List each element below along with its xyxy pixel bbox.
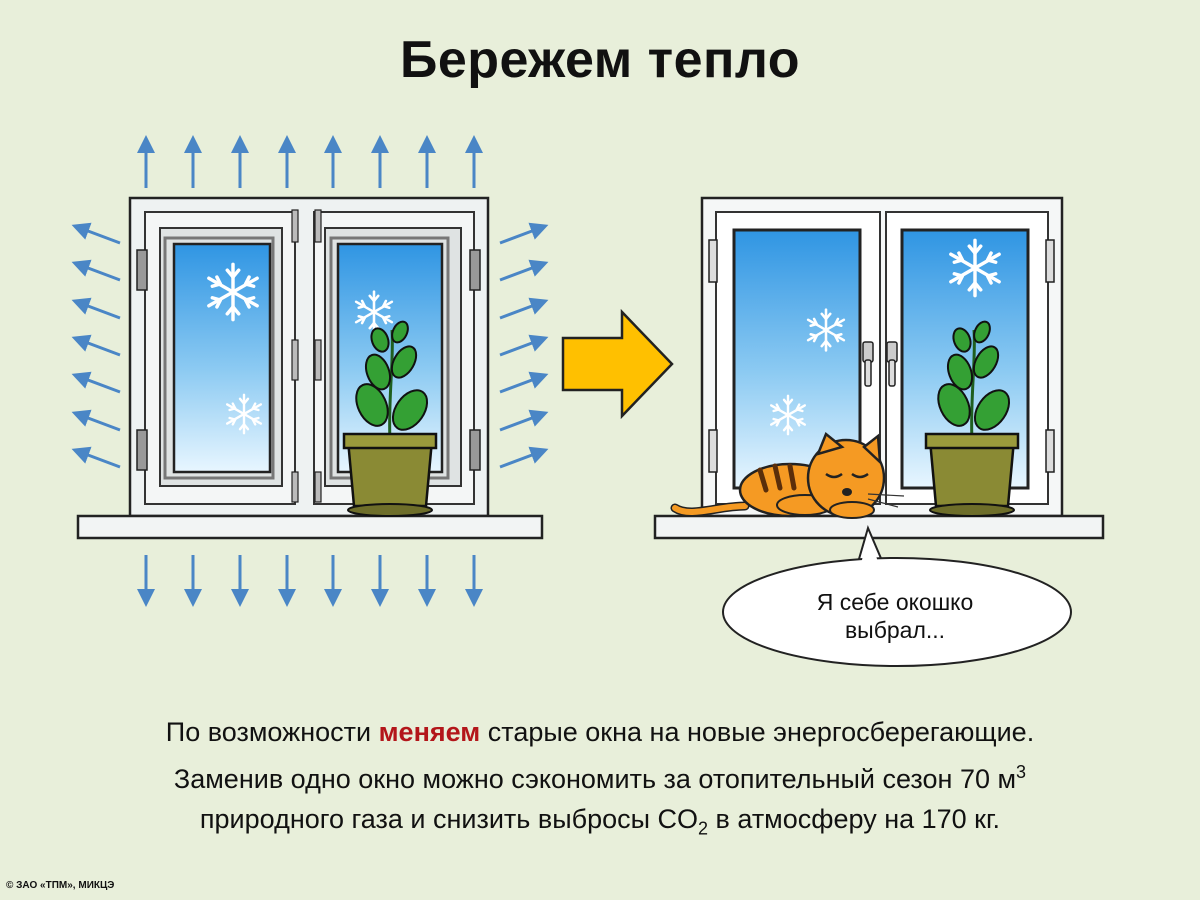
heat-arrows-left bbox=[71, 222, 121, 469]
new-window bbox=[653, 196, 1105, 540]
caption-line-3: природного газа и снизить выбросы CO2 в … bbox=[40, 799, 1160, 848]
speech-bubble-text: Я себе окошко выбрал... bbox=[770, 588, 1020, 644]
caption-line-3-start: природного газа и снизить выбросы CO bbox=[199, 804, 699, 834]
page-title: Бережем тепло bbox=[399, 31, 801, 89]
heat-arrows-top bbox=[137, 135, 483, 188]
bubble-line-2: выбрал... bbox=[844, 617, 946, 643]
copyright: © ЗАО «ТПМ», МИКЦЭ bbox=[6, 880, 115, 891]
heat-arrows-right bbox=[499, 222, 549, 469]
heat-loss-arrows bbox=[71, 135, 549, 607]
caption-line-2: Заменив одно окно можно сэкономить за от… bbox=[40, 752, 1160, 799]
cat-icon bbox=[670, 431, 905, 519]
caption-line-3-end: в атмосферу на 170 кг. bbox=[708, 804, 1001, 834]
old-window bbox=[76, 196, 544, 540]
caption-line-1: По возможности меняем старые окна на нов… bbox=[40, 712, 1160, 752]
caption: По возможности меняем старые окна на нов… bbox=[40, 712, 1160, 848]
caption-co2-sub: 2 bbox=[698, 818, 709, 839]
heat-arrows-bottom bbox=[137, 555, 483, 607]
speech-bubble-icon bbox=[722, 525, 1072, 667]
caption-line-1-start: По возможности bbox=[165, 717, 379, 747]
caption-highlight: меняем bbox=[378, 717, 481, 747]
bubble-line-1: Я себе окошко bbox=[816, 589, 974, 615]
caption-line-2-text: Заменив одно окно можно сэкономить за от… bbox=[173, 764, 1017, 794]
caption-cubic-sup: 3 bbox=[1016, 762, 1027, 782]
caption-line-1-end: старые окна на новые энергосберегающие. bbox=[480, 717, 1035, 747]
transition-arrow-icon bbox=[561, 308, 674, 420]
